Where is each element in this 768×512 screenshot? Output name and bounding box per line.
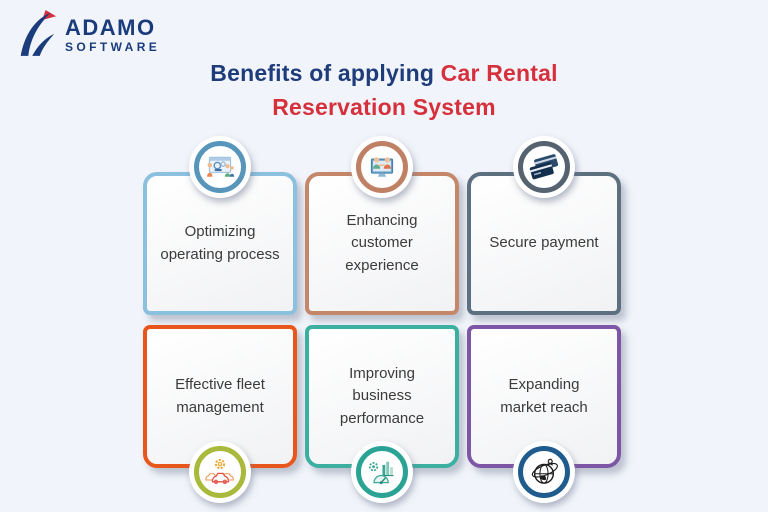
market-reach-icon bbox=[513, 441, 575, 503]
card-label: Improving business performance bbox=[339, 364, 425, 427]
customer-experience-icon bbox=[351, 136, 413, 198]
card-label: Expanding market reach bbox=[500, 376, 588, 416]
card-label: Secure payment bbox=[489, 234, 599, 252]
logo-subname: SOFTWARE bbox=[65, 39, 161, 54]
logo-name: ADAMO bbox=[65, 14, 156, 40]
adamo-swoosh-logo-icon bbox=[14, 8, 58, 61]
page-title: Benefits of applying Car Rental Reservat… bbox=[0, 56, 768, 124]
card-label: Enhancing customer experience bbox=[345, 211, 419, 274]
title-line-1: Benefits of applying Car Rental bbox=[210, 60, 558, 86]
fleet-management-icon bbox=[189, 441, 251, 503]
secure-payment-icon bbox=[513, 136, 575, 198]
card-label: Effective fleet management bbox=[175, 376, 265, 416]
adamo-logo: ADAMO SOFTWARE bbox=[14, 8, 160, 61]
business-performance-icon bbox=[351, 441, 413, 503]
title-line-2: Reservation System bbox=[272, 94, 496, 120]
operating-process-icon bbox=[189, 136, 251, 198]
card-label: Optimizing operating process bbox=[160, 223, 280, 263]
